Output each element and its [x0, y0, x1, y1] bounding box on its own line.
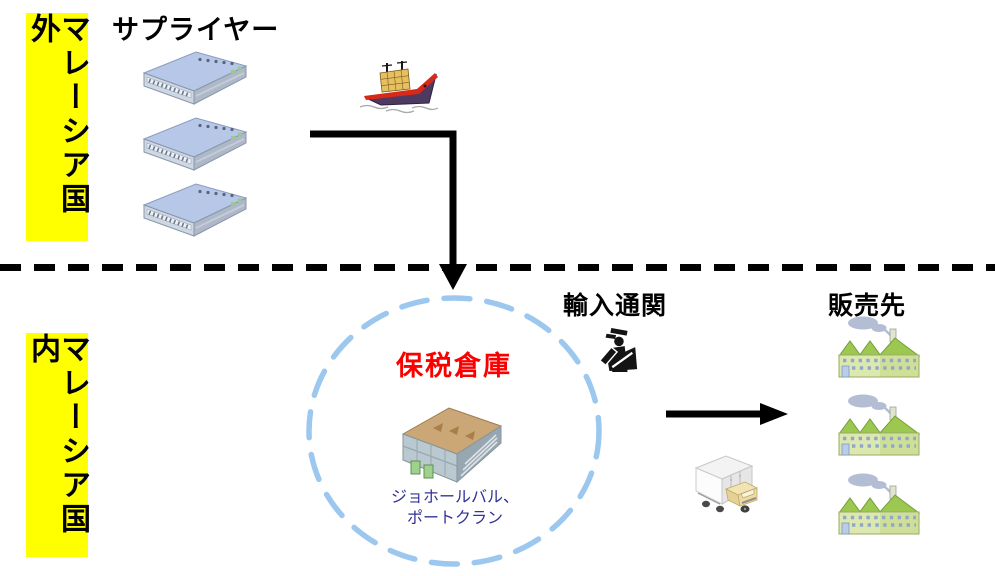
region-label-outside: マレーシア国外: [26, 13, 89, 217]
region-band-outside: マレーシア国外: [26, 13, 89, 241]
bonded-warehouse-icon: [399, 398, 505, 486]
supplier-warehouse-icon-3: [138, 178, 250, 238]
factory-icon-3: [836, 470, 922, 536]
supplier-title: サプライヤー: [112, 15, 280, 45]
supplier-warehouse-icon-2: [138, 112, 250, 172]
bonded-warehouse-title: 保税倉庫: [396, 351, 512, 381]
region-label-inside: マレーシア国内: [26, 333, 89, 537]
customs-officer-icon: [596, 326, 640, 374]
bonded-zone-circle: [306, 295, 602, 567]
border-divider-line: [0, 264, 995, 271]
supplier-warehouse-icon-1: [138, 46, 250, 106]
bonded-location-line2: ポートクラン: [406, 510, 503, 527]
factory-icon-1: [836, 313, 922, 379]
factory-icon-2: [836, 391, 922, 457]
destinations-title: 販売先: [828, 292, 907, 320]
cargo-ship-icon: [356, 58, 444, 116]
bonded-location-text: ジョホールバル、 ポートクラン: [364, 487, 546, 529]
region-band-inside: マレーシア国内: [26, 333, 89, 557]
customs-title: 輸入通関: [563, 292, 668, 320]
bonded-location-line1: ジョホールバル、: [390, 489, 519, 506]
delivery-truck-icon: [688, 447, 764, 515]
delivery-arrow: [666, 403, 788, 425]
import-flow-arrow: [310, 130, 467, 290]
